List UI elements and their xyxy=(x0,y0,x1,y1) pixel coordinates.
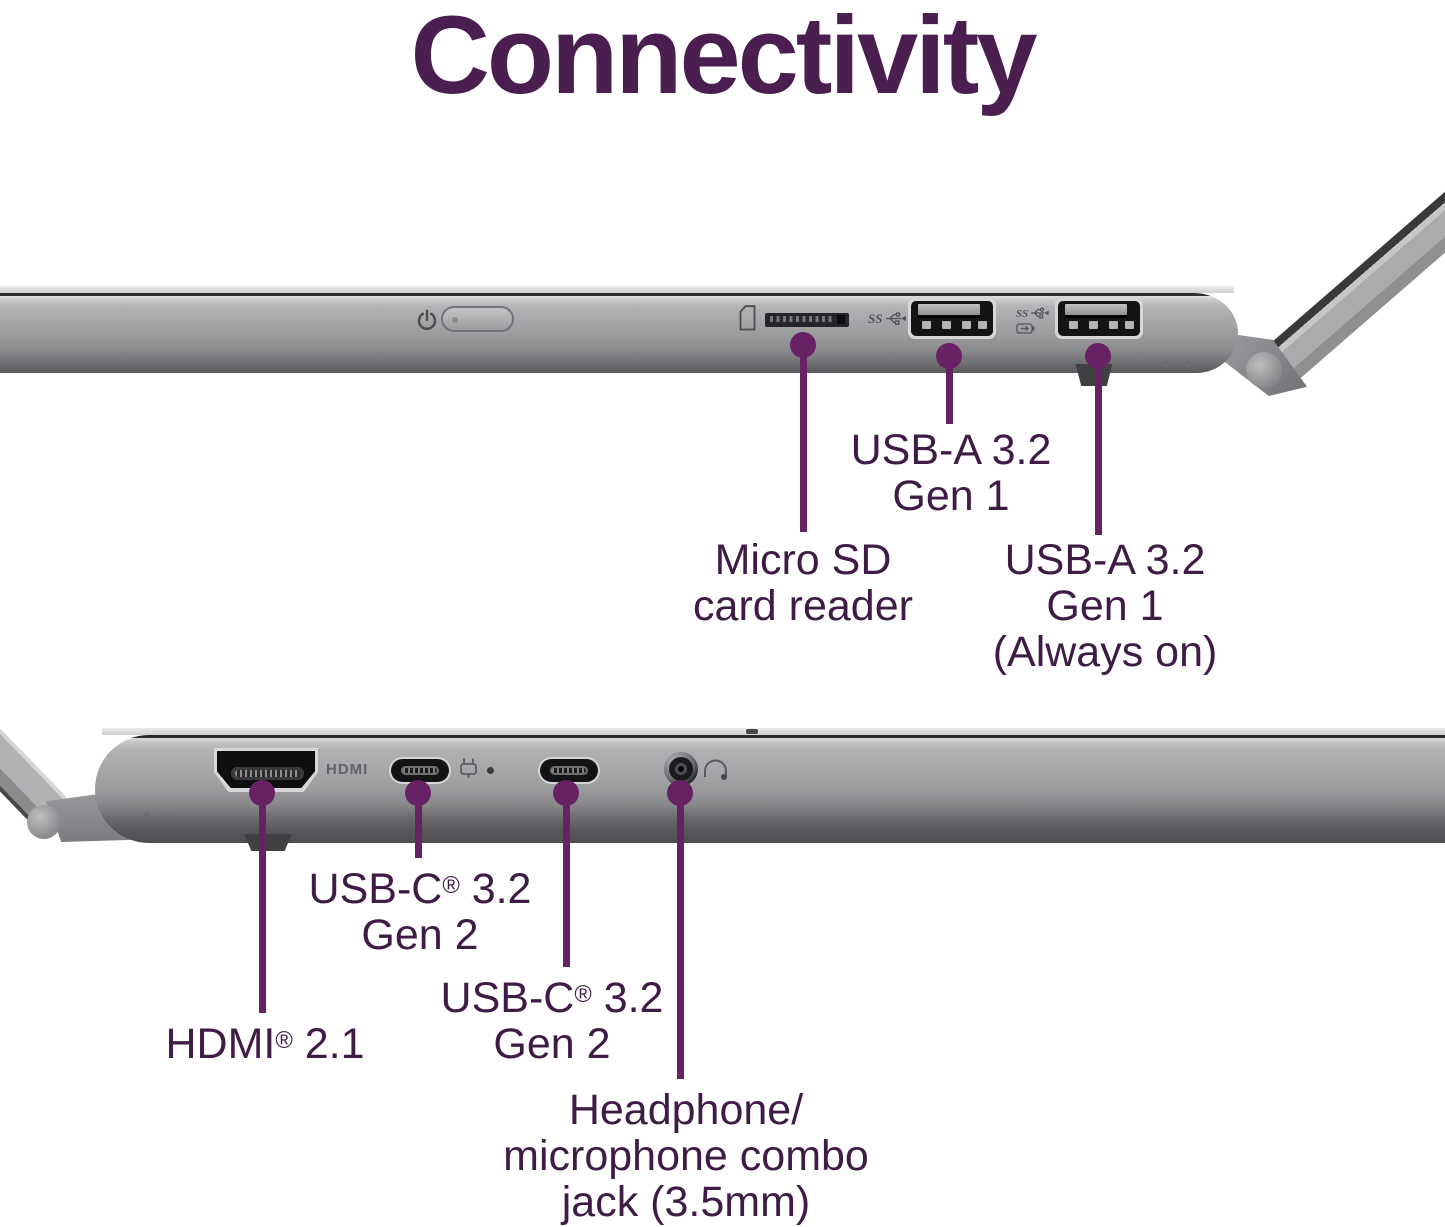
power-led xyxy=(452,317,458,323)
callout-label-micro-sd: Micro SD card reader xyxy=(693,536,913,630)
usb-a-pin xyxy=(978,321,987,329)
callout-label-headphone: Headphone/ microphone combo jack (3.5mm) xyxy=(503,1086,869,1226)
callout-label-hdmi: HDMI® 2.1 xyxy=(165,1020,365,1068)
callout-label-usb-a-2: USB-A 3.2 Gen 1 (Always on) xyxy=(992,536,1218,676)
screw-dot xyxy=(143,812,150,819)
callout-line-usb-c-2 xyxy=(563,793,570,967)
power-button xyxy=(441,306,514,332)
laptop-bottom-hinge-cap xyxy=(27,805,61,839)
micro-sd-slot-pins xyxy=(770,316,832,322)
usb-c-connector xyxy=(401,766,439,775)
usb-a-pin xyxy=(1089,321,1098,329)
sd-card-icon xyxy=(739,305,756,331)
usb-a-port-1 xyxy=(908,298,996,339)
plug-icon xyxy=(460,758,477,778)
hdmi-connector xyxy=(231,767,304,780)
usb-a-pin xyxy=(942,321,951,329)
usb-a-tongue xyxy=(918,304,980,315)
headphone-icon xyxy=(704,759,727,780)
callout-line-usb-a-2 xyxy=(1095,356,1102,535)
callout-line-usb-c-1 xyxy=(415,793,422,858)
laptop-top-deck-edge xyxy=(0,286,1234,293)
laptop-top-hinge-cap xyxy=(1246,352,1282,388)
laptop-top-foot xyxy=(1075,364,1113,386)
usb-a-pin xyxy=(1109,321,1118,329)
ss-usb-icon: SS xyxy=(868,311,906,326)
micro-sd-slot-notch xyxy=(837,315,845,324)
laptop-bottom-deck-edge xyxy=(102,728,1445,735)
laptop-bottom-body xyxy=(95,735,1445,843)
screw-dot xyxy=(165,814,172,821)
usb-c-connector xyxy=(550,766,588,775)
laptop-bottom-foot xyxy=(244,834,292,851)
mic-hole xyxy=(746,729,758,734)
usb-a-port-2 xyxy=(1055,298,1143,339)
micro-sd-slot xyxy=(765,313,849,327)
usb-a-slot xyxy=(1065,315,1127,318)
ss-usb-battery-icon: SS xyxy=(1016,307,1049,334)
usb-a-pin xyxy=(1125,321,1134,329)
hdmi-pins xyxy=(235,770,300,777)
callout-label-usb-c-1: USB-C® 3.2 Gen 2 xyxy=(308,865,532,959)
usb-a-tongue xyxy=(1065,304,1127,315)
callout-line-headphone xyxy=(677,793,684,1079)
callout-line-micro-sd xyxy=(800,345,807,532)
power-icon xyxy=(417,309,437,330)
page-title: Connectivity xyxy=(410,0,1037,117)
usb-a-slot xyxy=(918,315,980,318)
usb-c-port-1 xyxy=(389,757,451,784)
svg-text:SS: SS xyxy=(1016,308,1028,320)
callout-line-usb-a-1 xyxy=(946,356,953,424)
usb-c-port-2 xyxy=(538,757,600,784)
svg-text:SS: SS xyxy=(868,311,882,326)
usb-a-pin xyxy=(1069,321,1078,329)
headphone-jack-hole xyxy=(675,763,687,775)
callout-line-hdmi xyxy=(259,793,266,1013)
screw-dot xyxy=(1185,361,1192,368)
usb-a-pin xyxy=(922,321,931,329)
charging-led xyxy=(487,767,494,774)
screw-dot xyxy=(1162,360,1169,367)
callout-label-usb-c-2: USB-C® 3.2 Gen 2 xyxy=(440,974,664,1068)
usb-a-pin xyxy=(962,321,971,329)
callout-label-usb-a-1: USB-A 3.2 Gen 1 xyxy=(850,426,1052,520)
hdmi-port-label: HDMI xyxy=(326,761,369,778)
